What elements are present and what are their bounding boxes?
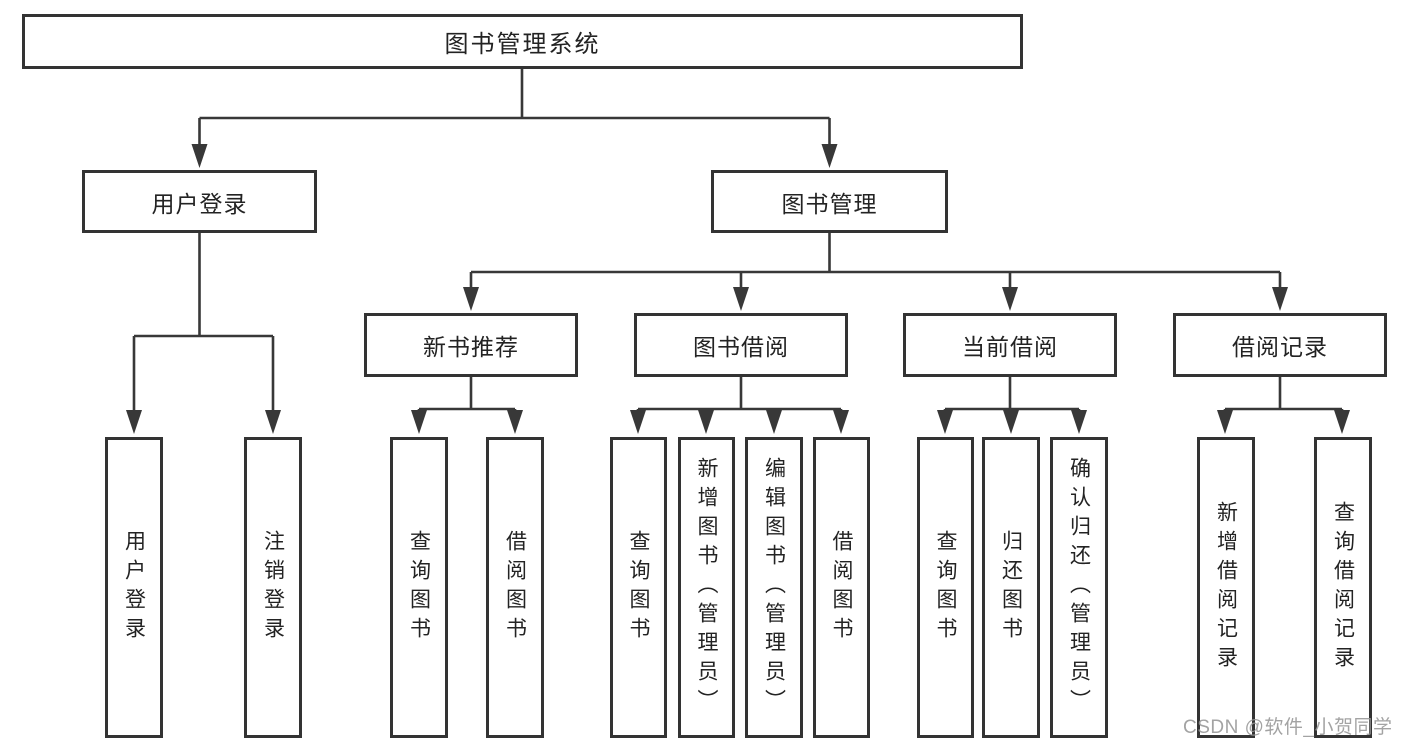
node-borrow-records: 借阅记录	[1173, 313, 1387, 377]
leaf-logout: 注销登录	[244, 437, 302, 738]
node-book-borrow: 图书借阅	[634, 313, 848, 377]
node-library-management-system: 图书管理系统	[22, 14, 1023, 69]
leaf-add-borrow-record: 新增借阅记录	[1197, 437, 1255, 738]
node-new-book-recommend: 新书推荐	[364, 313, 578, 377]
leaf-user-login: 用户登录	[105, 437, 163, 738]
leaf-label: 确认归还（管理员）	[1067, 457, 1091, 718]
leaf-query-borrow-record: 查询借阅记录	[1314, 437, 1372, 738]
leaf-label: 新增借阅记录	[1214, 500, 1238, 675]
leaf-query-books-3: 查询图书	[917, 437, 974, 738]
leaf-label: 借阅图书	[503, 529, 527, 646]
leaf-return-books: 归还图书	[982, 437, 1040, 738]
leaf-label: 查询借阅记录	[1331, 500, 1355, 675]
leaf-label: 新增图书（管理员）	[695, 457, 718, 718]
node-current-borrow: 当前借阅	[903, 313, 1117, 377]
node-user-login: 用户登录	[82, 170, 317, 233]
arrowheads	[126, 144, 1350, 434]
node-book-management: 图书管理	[711, 170, 948, 233]
leaf-edit-books-admin: 编辑图书（管理员）	[745, 437, 803, 738]
leaf-label: 归还图书	[999, 529, 1023, 646]
leaf-label: 用户登录	[122, 529, 146, 646]
leaf-label: 借阅图书	[830, 529, 853, 646]
leaf-label: 查询图书	[627, 529, 650, 646]
csdn-watermark: CSDN @软件_小贺同学	[1183, 717, 1393, 738]
leaf-confirm-return-admin: 确认归还（管理员）	[1050, 437, 1108, 738]
leaf-borrow-books-2: 借阅图书	[813, 437, 870, 738]
leaf-add-books-admin: 新增图书（管理员）	[678, 437, 735, 738]
leaf-query-books-1: 查询图书	[390, 437, 448, 738]
leaf-label: 查询图书	[407, 529, 431, 646]
leaf-label: 编辑图书（管理员）	[762, 457, 786, 718]
leaf-label: 注销登录	[261, 529, 285, 646]
leaf-borrow-books-1: 借阅图书	[486, 437, 544, 738]
leaf-label: 查询图书	[934, 529, 957, 646]
leaf-query-books-2: 查询图书	[610, 437, 667, 738]
